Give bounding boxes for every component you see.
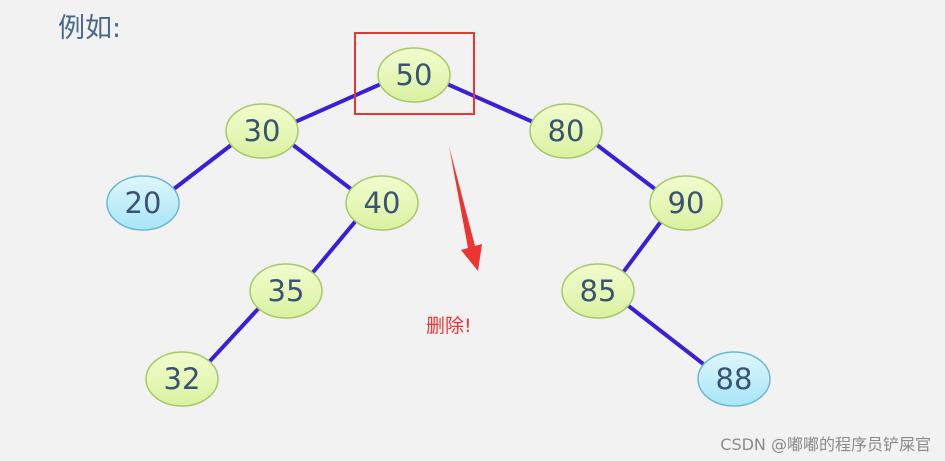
tree-edges bbox=[172, 82, 706, 366]
node-label: 40 bbox=[364, 186, 401, 220]
example-heading: 例如: bbox=[58, 13, 122, 44]
tree-node-30: 30 bbox=[225, 103, 299, 159]
node-label: 50 bbox=[396, 58, 433, 92]
delete-highlight-box bbox=[354, 32, 475, 115]
edge-n30-n20 bbox=[172, 143, 233, 191]
edge-n80-n90 bbox=[595, 143, 657, 191]
edge-n30-n40 bbox=[291, 143, 353, 191]
watermark: CSDN @嘟嘟的程序员铲屎官 bbox=[720, 435, 931, 454]
tree-node-50: 50 bbox=[377, 47, 451, 103]
tree-node-88: 88 bbox=[697, 351, 771, 407]
node-label: 80 bbox=[548, 114, 585, 148]
node-label: 35 bbox=[268, 274, 305, 308]
tree-node-32: 32 bbox=[145, 351, 219, 407]
edge-n85-n88 bbox=[626, 304, 706, 366]
edge-n40-n35 bbox=[311, 219, 357, 275]
edge-n50-n30 bbox=[294, 82, 382, 124]
tree-node-35: 35 bbox=[249, 263, 323, 319]
node-label: 85 bbox=[580, 274, 617, 308]
edge-n35-n32 bbox=[208, 307, 260, 363]
node-label: 88 bbox=[716, 362, 753, 396]
delete-arrow-icon bbox=[449, 146, 482, 271]
node-label: 20 bbox=[125, 186, 162, 220]
tree-node-20: 20 bbox=[106, 175, 180, 231]
node-label: 32 bbox=[164, 362, 201, 396]
tree-node-80: 80 bbox=[529, 103, 603, 159]
edge-n90-n85 bbox=[621, 220, 663, 274]
tree-node-40: 40 bbox=[345, 175, 419, 231]
delete-annotation: 删除! bbox=[426, 315, 472, 337]
node-label: 90 bbox=[668, 186, 705, 220]
tree-node-85: 85 bbox=[561, 263, 635, 319]
tree-nodes: 50 30 80 20 40 90 35 85 32 88 bbox=[106, 47, 771, 407]
edge-n50-n80 bbox=[446, 82, 534, 124]
tree-node-90: 90 bbox=[649, 175, 723, 231]
node-label: 30 bbox=[244, 114, 281, 148]
